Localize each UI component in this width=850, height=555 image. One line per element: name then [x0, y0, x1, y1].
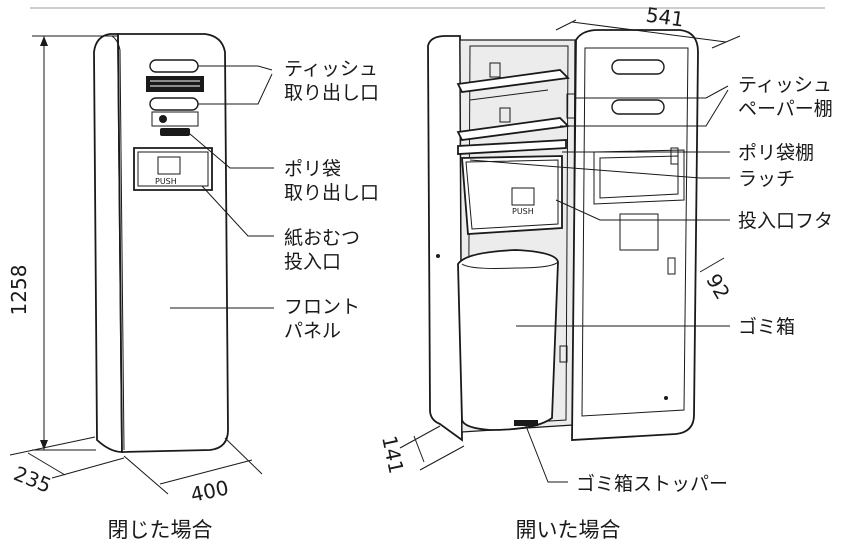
- bin-stopper: [514, 420, 538, 426]
- door-inlet-frame: [593, 149, 685, 205]
- label-shelf-line1: ティッシュ: [738, 74, 832, 96]
- closed-edge-line: [111, 35, 125, 451]
- label-lid: 投入口フタ: [738, 210, 833, 232]
- door-slot-lower: [611, 99, 665, 115]
- closed-push-plate: [157, 156, 181, 175]
- door-slot-upper: [611, 59, 665, 75]
- closed-notice-icon: [159, 115, 167, 123]
- open-bin-dim: 141: [377, 433, 408, 475]
- closed-notice-plate: [151, 111, 199, 127]
- bag-shelf: [457, 139, 567, 155]
- door-hinge-lower: [667, 257, 676, 275]
- label-bag-line1: ポリ袋: [284, 158, 341, 180]
- cabinet-side-wall: [427, 35, 463, 442]
- diaper-inlet: [133, 147, 213, 191]
- door-hinge-upper: [670, 147, 679, 165]
- door-panel-window: [619, 213, 659, 251]
- closed-callouts: ティッシュ 取り出し口 ポリ袋 取り出し口 紙おむつ 投入口 フロント パネル: [170, 58, 379, 342]
- closed-push-label: PUSH: [155, 177, 177, 186]
- label-bin: ゴミ箱: [738, 316, 795, 338]
- closed-depth-dim: 235: [10, 461, 54, 498]
- label-panel-line1: フロント: [284, 296, 360, 318]
- bag-slot: [160, 128, 190, 136]
- label-stopper: ゴミ箱ストッパー: [576, 473, 728, 495]
- closed-info-label: [146, 76, 204, 92]
- open-push-label: PUSH: [512, 207, 534, 216]
- label-tissue-line1: ティッシュ: [284, 58, 378, 80]
- closed-height-dim: 1258: [7, 265, 31, 316]
- open-width-dim: 541: [644, 3, 685, 32]
- cabinet-door: [571, 29, 699, 441]
- open-door-dim: 92: [701, 269, 735, 303]
- closed-front-panel: [117, 33, 229, 453]
- trash-bin: [457, 249, 559, 431]
- label-panel-line2: パネル: [284, 320, 341, 342]
- closed-caption: 閉じた場合: [108, 518, 213, 542]
- tissue-shelf-upper: [456, 69, 570, 93]
- open-callouts: ティッシュ ペーパー棚 ポリ袋棚 ラッチ 投入口フタ ゴミ箱 ゴミ箱ストッパー: [469, 74, 833, 495]
- label-diaper-line2: 投入口: [284, 251, 341, 273]
- closed-unit: PUSH: [93, 33, 229, 453]
- label-tissue-line2: 取り出し口: [284, 82, 379, 104]
- label-bag-line2: 取り出し口: [284, 182, 379, 204]
- label-latch: ラッチ: [738, 168, 795, 190]
- label-bag-shelf: ポリ袋棚: [738, 142, 814, 164]
- open-unit: PUSH: [427, 29, 699, 442]
- closed-width-dim: 400: [188, 475, 230, 506]
- open-caption: 開いた場合: [516, 518, 621, 542]
- open-push-plate: [511, 187, 535, 206]
- label-shelf-line2: ペーパー棚: [738, 98, 833, 120]
- bin-catch: [559, 345, 568, 363]
- label-diaper-line1: 紙おむつ: [284, 227, 360, 249]
